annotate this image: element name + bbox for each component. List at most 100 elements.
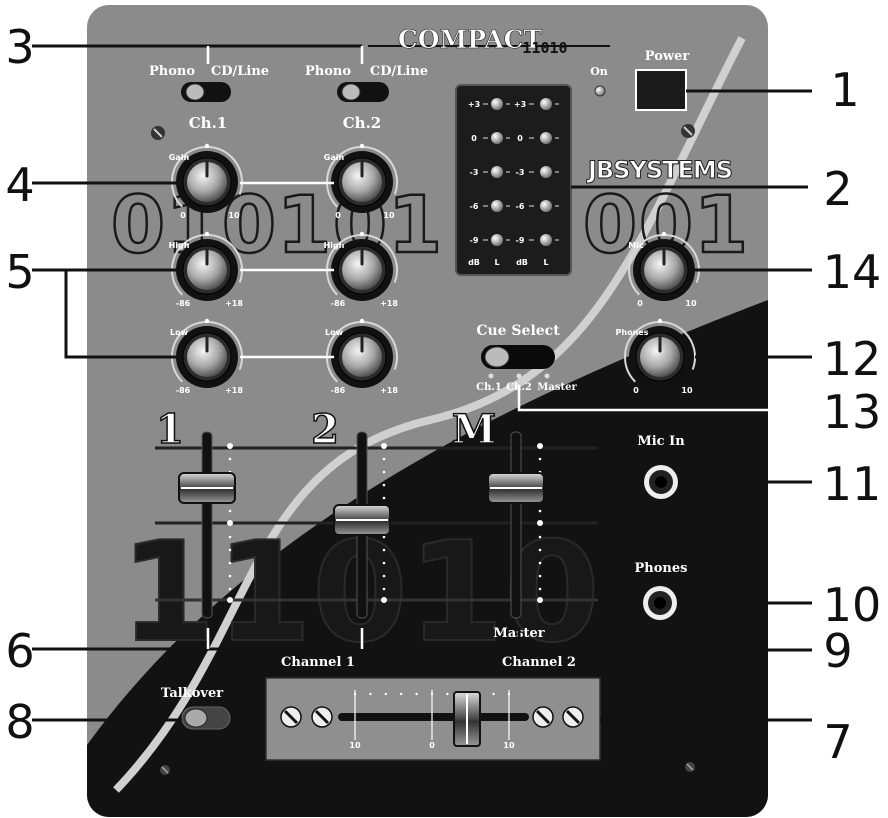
fader-label-2: 2	[311, 406, 339, 453]
power-led-label: On	[590, 65, 608, 78]
fader-caption-channel-2: Channel 2	[502, 655, 576, 670]
talkover-label: Talkover	[161, 686, 223, 701]
callout-number-14: 14	[823, 245, 882, 299]
crossfader-scale-left: 10	[349, 741, 361, 750]
brand-logo: JBSYSTEMS	[586, 156, 732, 184]
screw-icon	[160, 765, 170, 775]
vu-scale-label: -3	[516, 168, 525, 177]
screw-icons	[151, 124, 695, 775]
screw-icon	[311, 706, 333, 728]
vu-led-icon	[491, 200, 503, 212]
phones-jack-label: Phones	[635, 561, 688, 576]
vu-led-icon	[491, 234, 503, 246]
fader-cap[interactable]	[487, 472, 545, 504]
channel-2-label: Ch.2	[343, 114, 382, 132]
cue-option-master: Master	[537, 382, 577, 393]
cue-led-icon	[516, 373, 522, 379]
decorative-digit: 0	[583, 181, 637, 271]
callout-number-11: 11	[823, 457, 882, 511]
low-eq-knob-ch2[interactable]: Low -86 +18	[313, 308, 412, 407]
vu-scale-label: -9	[470, 236, 479, 245]
crossfader-cap[interactable]	[453, 691, 481, 747]
knob-min-label: -86	[176, 299, 191, 308]
toggle-lever	[484, 346, 510, 368]
screw-icon	[151, 126, 165, 140]
mic-in-jack[interactable]	[644, 465, 678, 499]
vu-scale-label: -9	[516, 236, 525, 245]
knob-label: Gain	[169, 153, 190, 162]
model-number: 11010	[522, 39, 567, 57]
knob-min-label: -86	[331, 386, 346, 395]
crossfader-scale-right: 10	[503, 741, 515, 750]
callout-number-3: 3	[5, 20, 34, 74]
vu-led-icon	[540, 98, 552, 110]
decorative-digit: 1	[694, 181, 748, 271]
input-option-cdline: CD/Line	[370, 64, 428, 79]
power-button[interactable]	[635, 69, 687, 111]
knob-label: Low	[325, 328, 344, 337]
low-eq-knob-ch1[interactable]: Low-86+18	[158, 308, 257, 407]
cue-option-ch1: Ch.1	[476, 382, 502, 393]
power-led-icon	[594, 85, 606, 97]
vu-led-icon	[540, 234, 552, 246]
channel-1-label: Ch.1	[189, 114, 228, 132]
decorative-digit: 1	[388, 181, 442, 271]
vu-scale-label: -6	[516, 202, 525, 211]
toggle-lever	[184, 708, 208, 728]
screw-icon	[280, 706, 302, 728]
callout-number-9: 9	[823, 624, 852, 678]
toggle-lever	[341, 83, 361, 101]
vu-scale-label: 0	[517, 134, 523, 143]
callout-number-1: 1	[830, 63, 859, 117]
power-label: Power	[645, 49, 690, 64]
channel-2-fader[interactable]	[333, 431, 391, 619]
cue-select-label: Cue Select	[476, 323, 560, 339]
callout-number-8: 8	[5, 695, 34, 749]
fader-caption-channel-1: Channel 1	[281, 655, 355, 670]
input-option-phono: Phono	[305, 64, 351, 79]
high-eq-knob-ch2[interactable]: High-86+18	[313, 221, 412, 320]
callout-number-12: 12	[823, 332, 882, 386]
vu-scale-label: +3	[514, 100, 526, 109]
input-selector-ch1[interactable]: Phono CD/Line	[149, 64, 269, 102]
crossfader-scale-center: 0	[429, 741, 435, 750]
knob-max-label: +18	[380, 299, 398, 308]
master-fader[interactable]	[487, 431, 545, 619]
knob-min-label: -86	[331, 299, 346, 308]
knob-max-label: 10	[228, 211, 240, 220]
high-eq-knob-ch1[interactable]: High -86 +18	[158, 221, 257, 320]
knob-max-label: 10	[685, 299, 697, 308]
knob-label: High	[169, 241, 190, 250]
callout-leader-lines	[32, 44, 812, 722]
cue-led-icon	[544, 373, 550, 379]
phones-jack[interactable]	[643, 586, 677, 620]
vu-footer-label: dB	[516, 258, 528, 267]
knob-min-label: 0	[633, 386, 639, 395]
fader-cap[interactable]	[333, 504, 391, 536]
screw-icon	[562, 706, 584, 728]
channel-1-fader[interactable]	[178, 431, 236, 619]
vu-scale-label: +3	[468, 100, 480, 109]
decorative-digit: 1	[277, 181, 331, 271]
knob-max-label: 10	[383, 211, 395, 220]
knob-min-label: 0	[637, 299, 643, 308]
knob-max-label: +18	[225, 299, 243, 308]
vu-led-icon	[491, 132, 503, 144]
knob-max-label: +18	[380, 386, 398, 395]
model-title: COMPACT	[398, 25, 543, 54]
vu-footer-label: L	[494, 258, 499, 267]
screw-icon	[681, 124, 695, 138]
callout-number-6: 6	[5, 624, 34, 678]
fader-cap[interactable]	[178, 472, 236, 504]
input-selector-ch2[interactable]: Phono CD/Line	[305, 64, 428, 102]
vu-led-icon	[491, 98, 503, 110]
callout-number-10: 10	[823, 578, 882, 632]
cue-led-icon	[488, 373, 494, 379]
callout-number-2: 2	[823, 162, 852, 216]
